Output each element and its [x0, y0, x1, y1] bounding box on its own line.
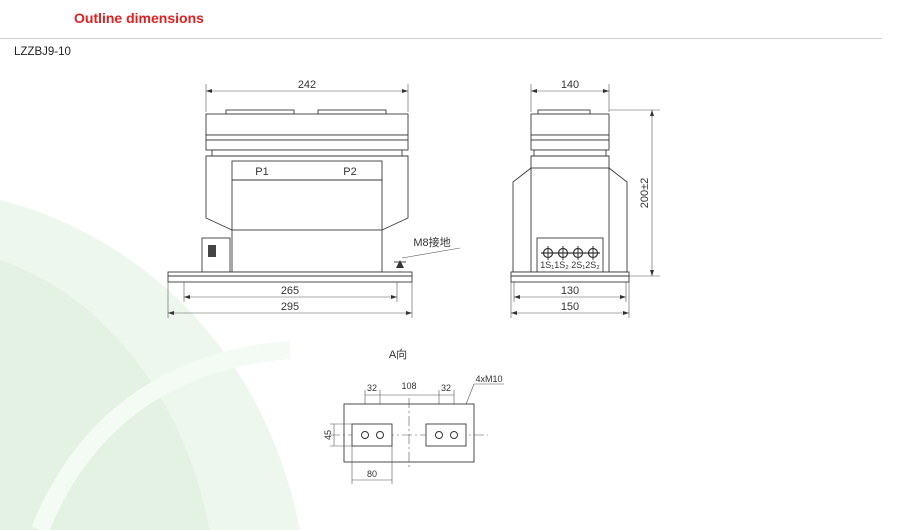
bottom-dim-c: 32 — [441, 383, 451, 393]
bottom-dim-a: 32 — [367, 383, 377, 393]
side-dim-height: 200±2 — [639, 178, 651, 209]
model-label: LZZBJ9-10 — [14, 46, 71, 58]
front-dim-top: 242 — [298, 79, 316, 91]
secondary-terminals — [541, 246, 600, 260]
section-title: Outline dimensions — [74, 10, 204, 26]
front-dim-bottom-inner: 265 — [281, 285, 299, 297]
bottom-dim-width: 80 — [367, 469, 377, 479]
side-dim-top: 140 — [561, 79, 579, 91]
side-terminal-labels: 1S₁1S₂ 2S₁2S₂ — [540, 260, 600, 270]
front-label-p1: P1 — [255, 166, 268, 178]
bottom-dim-b: 108 — [401, 381, 416, 391]
front-label-p2: P2 — [343, 166, 356, 178]
side-dim-bottom-outer: 150 — [561, 301, 579, 313]
front-dim-bottom-outer: 295 — [281, 301, 299, 313]
front-view: 242 P1 P2 M8接地 265 295 — [167, 79, 461, 318]
header-divider — [0, 38, 882, 39]
bottom-dim-height: 45 — [323, 430, 333, 440]
side-dim-bottom-inner: 130 — [561, 285, 579, 297]
bottom-bolt-label: 4xM10 — [475, 374, 502, 384]
side-view: 140 1S₁1S₂ 2S₁2S₂ 20 — [510, 79, 660, 318]
front-ground-label: M8接地 — [413, 236, 450, 249]
bottom-view: A向 32 108 32 4xM10 45 80 — [323, 347, 504, 484]
bottom-view-title: A向 — [389, 347, 407, 361]
